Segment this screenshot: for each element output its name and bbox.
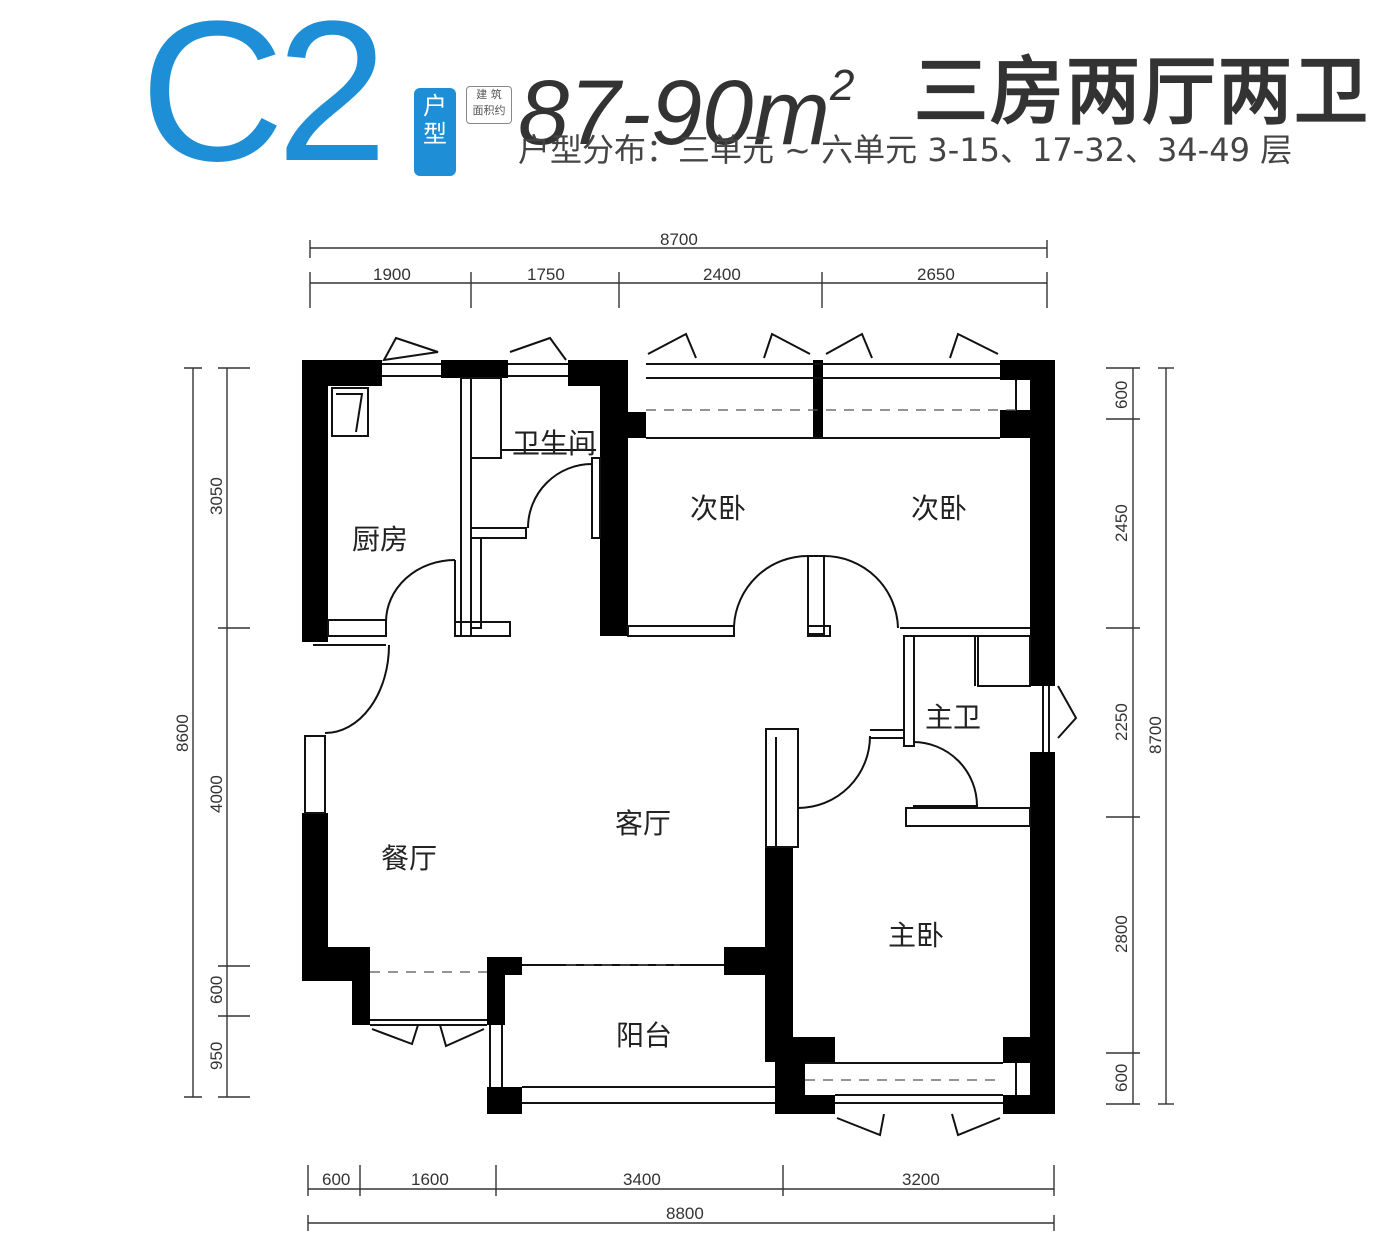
dim-left-total: 8600: [173, 714, 192, 752]
dim-bottom-3: 3400: [623, 1170, 661, 1189]
dim-left-2: 4000: [207, 775, 226, 813]
layout-title: 三房两厅两卫: [914, 49, 1370, 135]
dim-bottom-1: 600: [322, 1170, 350, 1189]
dim-right-total: 8700: [1146, 716, 1165, 754]
type-badge-char: 户: [423, 92, 447, 120]
room-labels: 厨房 卫生间 次卧 次卧 主卫 客厅 餐厅 主卧 阳台: [352, 427, 981, 1052]
dim-bottom-2: 1600: [411, 1170, 449, 1189]
dim-left-4: 950: [207, 1042, 226, 1070]
dim-top-3: 2400: [703, 265, 741, 284]
area-tag: 建 筑 面积约: [466, 86, 512, 124]
dim-top-4: 2650: [917, 265, 955, 284]
room-master-bed-label: 主卧: [888, 919, 944, 952]
dim-right-5: 600: [1112, 1064, 1131, 1092]
dashed-lines: [370, 409, 1016, 1081]
dim-right-2: 2450: [1112, 504, 1131, 542]
room-kitchen-label: 厨房: [352, 523, 408, 556]
partitions: [304, 363, 1050, 1104]
room-dining-label: 餐厅: [381, 842, 437, 875]
area: 87-90m2: [518, 36, 854, 163]
room-master-bath-label: 主卫: [925, 701, 981, 734]
door-swings: [324, 332, 1078, 1137]
unit-code: C2: [140, 0, 388, 203]
room-bathroom-label: 卫生间: [512, 427, 596, 460]
dimension-lines: [184, 240, 1174, 1231]
dim-top-total: 8700: [660, 230, 698, 249]
room-balcony-label: 阳台: [616, 1019, 672, 1052]
dim-right-3: 2250: [1112, 703, 1131, 741]
dim-bottom-4: 3200: [902, 1170, 940, 1189]
dim-top-1: 1900: [373, 265, 411, 284]
room-bedroom2b-label: 次卧: [911, 492, 967, 525]
distribution-text: 户型分布：三单元 ~ 六单元 3-15、17-32、34-49 层: [518, 131, 1293, 169]
dim-right-4: 2800: [1112, 915, 1131, 953]
dimension-labels: 8700 1900 1750 2400 2650 600 1600 3400 3…: [173, 230, 1165, 1223]
dim-right-1: 600: [1112, 381, 1131, 409]
walls: [302, 360, 1055, 1114]
type-badge-char: 型: [423, 120, 447, 148]
dim-top-2: 1750: [527, 265, 565, 284]
dim-bottom-total: 8800: [666, 1204, 704, 1223]
room-bedroom2a-label: 次卧: [690, 492, 746, 525]
type-badge: 户 型: [414, 88, 456, 176]
header: C2 户 型 建 筑 面积约 87-90m2 三房两厅两卫 户型分布：三单元 ~…: [0, 0, 1400, 200]
area-unit-sup: 2: [829, 61, 855, 110]
dim-left-3: 600: [207, 976, 226, 1004]
room-living-label: 客厅: [615, 807, 671, 840]
area-tag-line: 建 筑: [476, 88, 502, 101]
dim-left-1: 3050: [207, 477, 226, 515]
area-tag-line: 面积约: [472, 104, 506, 117]
area-value: 87-90m: [518, 62, 830, 164]
